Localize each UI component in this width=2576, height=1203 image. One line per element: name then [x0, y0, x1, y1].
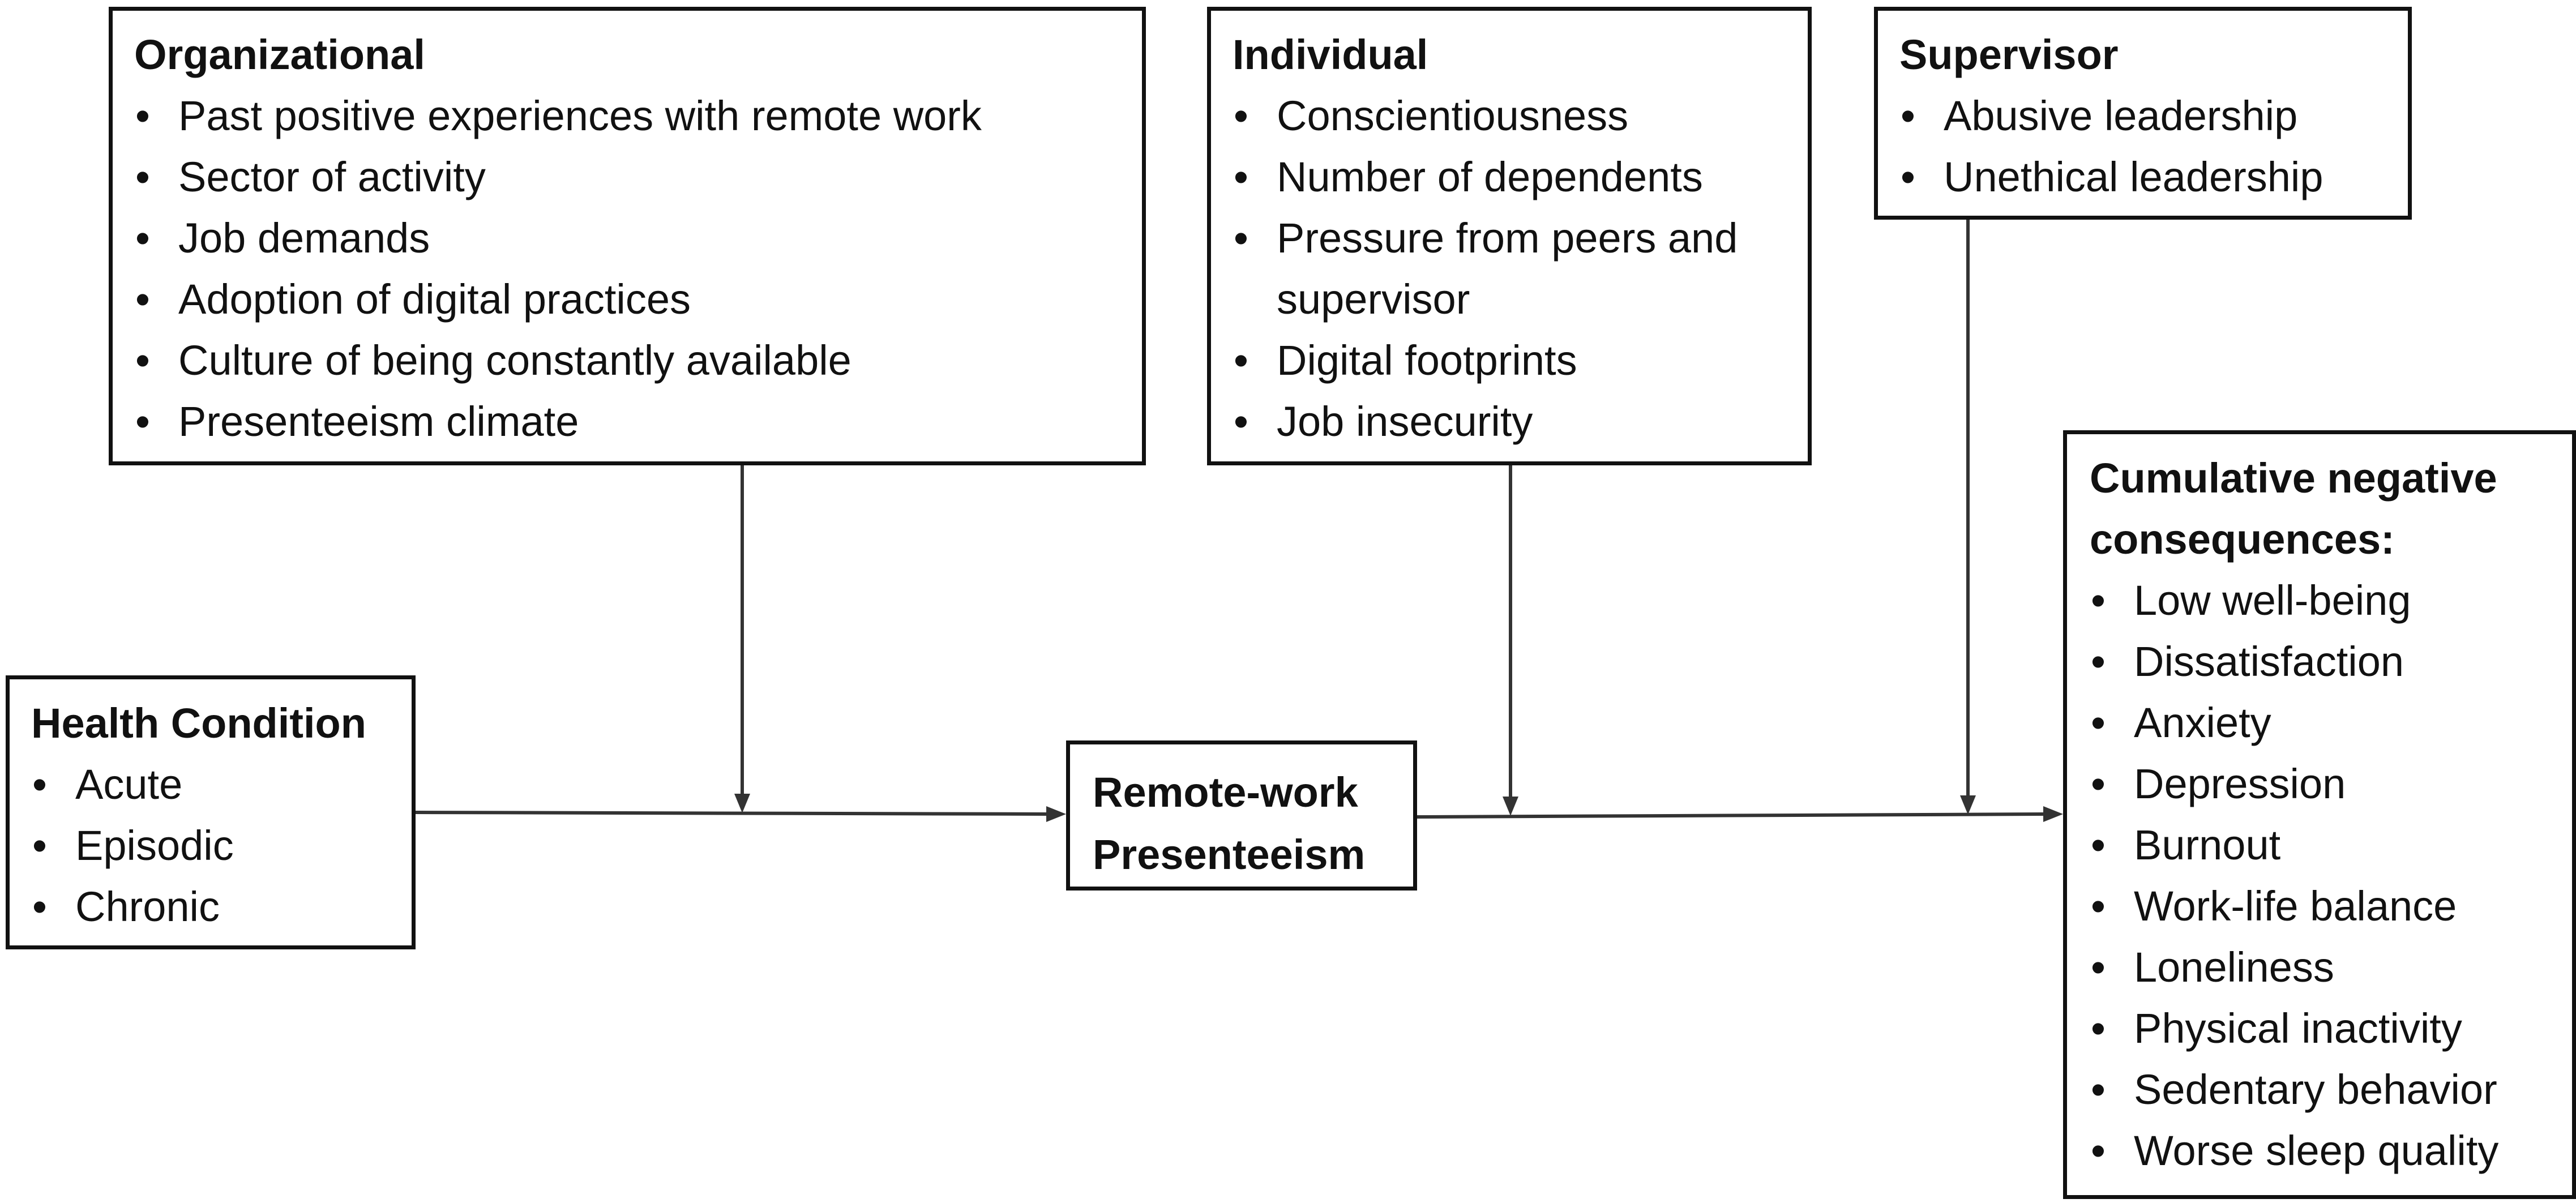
arrowhead-individual-moderator: [1503, 797, 1518, 816]
organizational-list: Past positive experiences with remote wo…: [134, 85, 1126, 452]
organizational-item: Past positive experiences with remote wo…: [134, 85, 1126, 147]
consequences-item: Work-life balance: [2090, 876, 2556, 937]
supervisor-item: Abusive leadership: [1899, 85, 2392, 147]
consequences-item: Anxiety: [2090, 692, 2556, 754]
health-item: Episodic: [31, 815, 396, 876]
arrow-health-to-remote: [415, 811, 1048, 816]
consequences-item: Dissatisfaction: [2090, 631, 2556, 692]
health-condition-box: Health Condition Acute Episodic Chronic: [6, 675, 416, 949]
organizational-item: Sector of activity: [134, 147, 1126, 208]
supervisor-title: Supervisor: [1899, 31, 2119, 78]
consequences-item: Physical inactivity: [2090, 998, 2556, 1059]
individual-item: Pressure from peers and supervisor: [1233, 208, 1775, 330]
supervisor-factors-box: Supervisor Abusive leadership Unethical …: [1874, 7, 2412, 220]
consequences-item: Sedentary behavior: [2090, 1059, 2556, 1120]
organizational-title: Organizational: [134, 31, 425, 78]
individual-list: Conscientiousness Number of dependents P…: [1233, 85, 1792, 452]
consequences-item: Low well-being: [2090, 570, 2556, 631]
consequences-title: Cumulative negative consequences:: [2090, 455, 2497, 563]
consequences-item: Depression: [2090, 754, 2556, 815]
health-title: Health Condition: [31, 700, 366, 747]
health-item: Acute: [31, 754, 396, 815]
organizational-factors-box: Organizational Past positive experiences…: [109, 7, 1146, 465]
health-list: Acute Episodic Chronic: [31, 754, 396, 937]
individual-item: Digital footprints: [1233, 330, 1792, 391]
organizational-item: Culture of being constantly available: [134, 330, 1126, 391]
supervisor-list: Abusive leadership Unethical leadership: [1899, 85, 2392, 208]
remote-title-line2: Presenteeism: [1093, 831, 1366, 878]
health-item: Chronic: [31, 876, 396, 937]
arrowhead-health-to-remote: [1046, 806, 1066, 822]
individual-item: Conscientiousness: [1233, 85, 1792, 147]
consequences-item: Loneliness: [2090, 937, 2556, 998]
remote-work-presenteeism-box: Remote-work Presenteeism: [1066, 740, 1417, 891]
remote-title-line1: Remote-work: [1093, 769, 1358, 816]
cumulative-consequences-box: Cumulative negative consequences: Low we…: [2063, 430, 2576, 1199]
consequences-item: Worse sleep quality: [2090, 1120, 2556, 1181]
arrowhead-supervisor-moderator: [1960, 795, 1976, 815]
individual-item: Job insecurity: [1233, 391, 1792, 452]
supervisor-item: Unethical leadership: [1899, 147, 2392, 208]
organizational-item: Adoption of digital practices: [134, 269, 1126, 330]
individual-title: Individual: [1233, 31, 1428, 78]
consequences-item: Burnout: [2090, 815, 2556, 876]
organizational-item: Job demands: [134, 208, 1126, 269]
individual-factors-box: Individual Conscientiousness Number of d…: [1207, 7, 1812, 465]
organizational-item: Presenteeism climate: [134, 391, 1126, 452]
individual-item: Number of dependents: [1233, 147, 1792, 208]
consequences-list: Low well-being Dissatisfaction Anxiety D…: [2090, 570, 2556, 1181]
arrowhead-organizational-moderator: [734, 794, 750, 813]
arrowhead-remote-to-consequences: [2043, 806, 2063, 822]
arrow-remote-to-consequences: [1417, 812, 2044, 819]
